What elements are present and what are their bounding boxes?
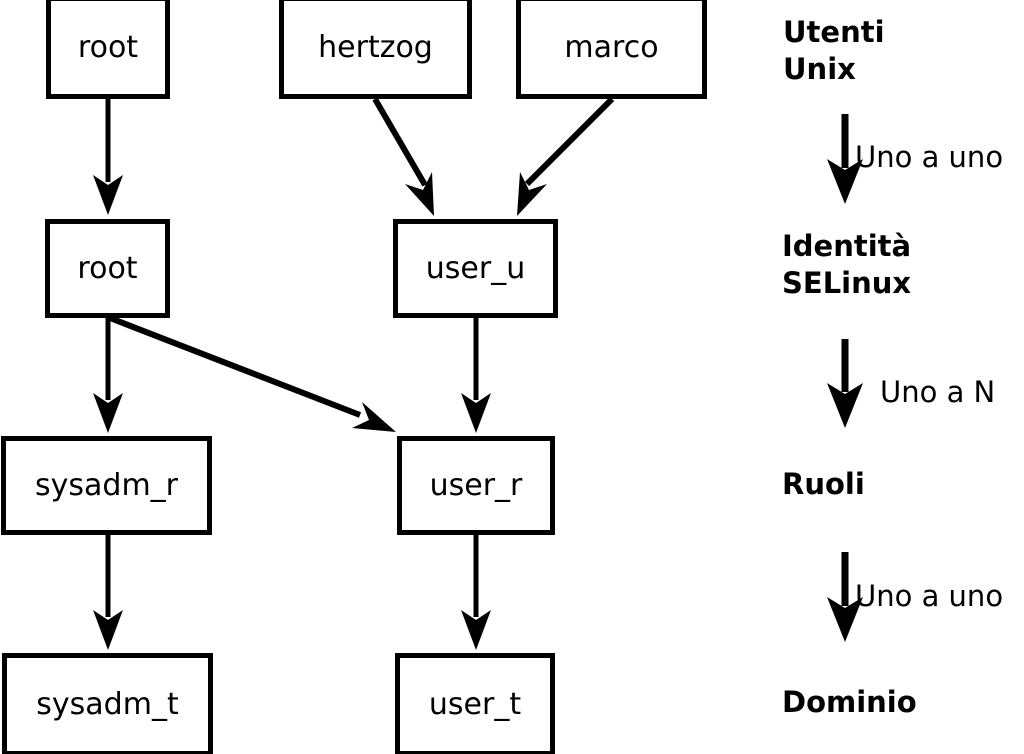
edge-sel-root-to-sysadm-r xyxy=(93,318,123,433)
node-sysadm-t[interactable]: sysadm_t xyxy=(2,653,213,754)
node-label: sysadm_r xyxy=(35,467,178,503)
legend-relation-roles-to-domain: Uno a uno xyxy=(855,579,1004,613)
node-user-u[interactable]: user_u xyxy=(393,219,558,318)
node-sysadm-r[interactable]: sysadm_r xyxy=(1,436,212,535)
node-label: user_u xyxy=(425,250,526,286)
edge-hertzog-to-user-u xyxy=(372,97,434,216)
node-label: user_r xyxy=(429,467,523,503)
legend-level-domain: Dominio xyxy=(782,685,917,719)
legend-level-unix-users: Utenti Unix xyxy=(783,15,885,87)
node-label: hertzog xyxy=(318,29,433,65)
legend-arrow-roles-to-domain xyxy=(827,552,863,642)
edge-user-u-to-user-r xyxy=(461,318,491,433)
node-user-t[interactable]: user_t xyxy=(395,653,555,754)
node-selinux-root[interactable]: root xyxy=(45,219,170,318)
node-user-r[interactable]: user_r xyxy=(397,436,555,535)
edge-unix-root-to-sel-root xyxy=(93,99,123,215)
node-label: marco xyxy=(564,29,659,65)
legend-arrow-users-to-identity xyxy=(827,114,863,204)
legend-relation-users-to-identity: Uno a uno xyxy=(855,140,1004,174)
legend-relation-identity-to-roles: Uno a N xyxy=(880,375,996,409)
legend-level-roles: Ruoli xyxy=(782,467,865,501)
edge-user-r-to-user-t xyxy=(461,535,491,650)
legend-level-selinux-identity: Identità SELinux xyxy=(782,229,912,301)
node-unix-root[interactable]: root xyxy=(46,0,170,99)
node-marco[interactable]: marco xyxy=(516,0,707,99)
node-hertzog[interactable]: hertzog xyxy=(279,0,472,99)
edge-sysadm-r-to-sysadm-t xyxy=(93,535,123,650)
node-label: root xyxy=(77,29,139,65)
node-label: root xyxy=(77,250,138,286)
node-label: sysadm_t xyxy=(36,686,179,722)
node-label: user_t xyxy=(428,686,522,722)
edge-marco-to-user-u xyxy=(517,96,615,216)
legend-arrow-identity-to-roles xyxy=(827,339,863,428)
edge-sel-root-to-user-r xyxy=(108,315,396,432)
